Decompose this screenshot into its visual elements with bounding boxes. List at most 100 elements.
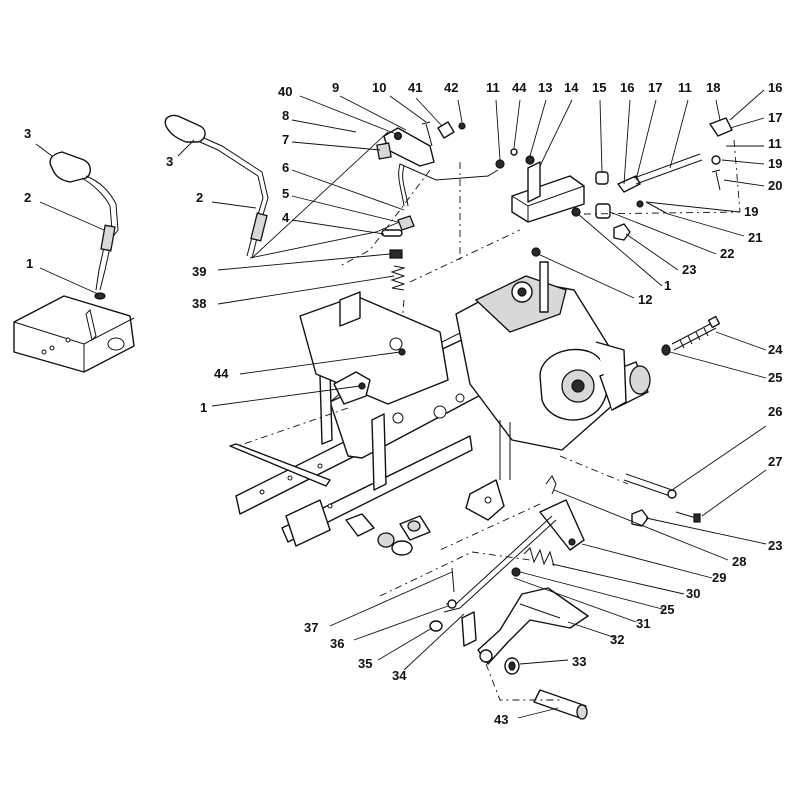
- leader-37: [329, 571, 453, 627]
- coupler-left: [345, 513, 375, 537]
- callout-24: 24: [768, 342, 783, 357]
- callout-23b: 23: [768, 538, 782, 553]
- callout-8: 8: [282, 108, 289, 123]
- bolt-24-head: [707, 315, 721, 329]
- callout-39: 39: [192, 264, 206, 279]
- pedal-pivot: [479, 649, 493, 663]
- right-bolt-assembly: [661, 315, 721, 356]
- bracket-9: [383, 127, 435, 167]
- dash-brake-3: [439, 503, 541, 551]
- bolt-27: [675, 511, 697, 519]
- leader-14: [539, 99, 573, 167]
- callout-41: 41: [408, 80, 422, 95]
- panel-slot-left: [85, 309, 97, 341]
- axle-rod-assembly: [623, 473, 701, 527]
- callout-43: 43: [494, 712, 508, 727]
- callout-9: 9: [332, 80, 339, 95]
- leader-32: [567, 621, 617, 639]
- leader-23a: [625, 233, 679, 271]
- dash-right-2: [583, 211, 741, 215]
- dash-brake-2: [485, 663, 560, 701]
- frame-hole-5: [287, 475, 293, 481]
- callout-5: 5: [282, 186, 289, 201]
- bolt-24-thread: [679, 327, 709, 349]
- bracket-14-tab: [527, 161, 541, 203]
- callout-14: 14: [564, 80, 579, 95]
- panel-hole-left-4: [107, 337, 125, 351]
- transaxle-side: [595, 341, 627, 411]
- collar-39: [389, 249, 403, 259]
- callout-4: 4: [282, 210, 290, 225]
- left-handle-assembly: [13, 151, 135, 373]
- leader-27: [701, 469, 767, 517]
- callout-17a: 17: [648, 80, 662, 95]
- callout-34: 34: [392, 668, 407, 683]
- lever-29: [539, 499, 585, 551]
- transaxle: [455, 247, 651, 485]
- leader-42: [457, 99, 463, 123]
- washer-44b: [510, 148, 518, 156]
- callout-21: 21: [748, 230, 762, 245]
- pin-36: [447, 599, 457, 609]
- callout-22: 22: [720, 246, 734, 261]
- callout-20: 20: [768, 178, 782, 193]
- leader-22: [609, 211, 717, 255]
- callout-1b: 1: [200, 400, 207, 415]
- shaft-left: [229, 443, 331, 487]
- leader-24: [715, 331, 767, 351]
- bearing-left-bottom: [391, 540, 413, 556]
- callout-15: 15: [592, 80, 606, 95]
- leader-35: [377, 627, 433, 661]
- leader-26: [671, 425, 767, 491]
- nut-40: [393, 131, 403, 141]
- callout-25b: 25: [660, 602, 674, 617]
- control-plate-tab: [339, 291, 361, 327]
- callout-1c: 1: [664, 278, 671, 293]
- callout-3a: 3: [24, 126, 31, 141]
- frame-hole-3: [455, 393, 465, 403]
- leader-30: [551, 563, 685, 595]
- leader-20: [723, 179, 765, 187]
- leader-25a: [669, 351, 767, 379]
- washer-33-hole: [508, 661, 516, 671]
- leader-4: [291, 219, 385, 235]
- leader-34: [403, 613, 465, 671]
- callout-28: 28: [732, 554, 746, 569]
- leader-17a: [635, 99, 657, 181]
- leader-3b: [177, 139, 195, 157]
- leader-36: [353, 605, 449, 641]
- callout-18: 18: [706, 80, 720, 95]
- callout-11a: 11: [486, 80, 500, 95]
- leader-1c: [577, 213, 663, 287]
- spring-38: [390, 265, 406, 291]
- leader-5: [291, 195, 399, 223]
- leader-19b: [645, 201, 741, 213]
- nut-11a: [495, 159, 505, 169]
- washer-19: [711, 155, 721, 165]
- panel-hole-left-2: [49, 345, 55, 351]
- rod-end-18: [709, 117, 733, 137]
- dash-frame-2: [409, 229, 521, 283]
- leader-16a: [623, 99, 631, 185]
- callout-13: 13: [538, 80, 552, 95]
- bushing-7: [376, 142, 392, 160]
- rod-end-16: [617, 175, 641, 193]
- rod-6: [398, 163, 499, 207]
- frame-hole-6: [317, 463, 323, 469]
- callout-11b: 11: [678, 80, 692, 95]
- leader-13: [529, 99, 547, 157]
- callout-26: 26: [768, 404, 782, 419]
- callout-labels: 3 2 1 3 2 40 9 10 41 42 8 7 6 5 4 39 38 …: [24, 80, 783, 727]
- leader-43: [517, 707, 559, 719]
- leader-41: [415, 97, 443, 127]
- bolt-10: [421, 121, 433, 147]
- bolt-24: [671, 321, 717, 351]
- leader-8: [291, 119, 357, 133]
- dash-brake-1: [379, 551, 531, 597]
- transaxle-gear-hub: [517, 287, 527, 297]
- pin-37: [451, 567, 455, 593]
- transaxle-motor-end: [629, 365, 651, 395]
- panel-bracket-left-top: [13, 317, 135, 372]
